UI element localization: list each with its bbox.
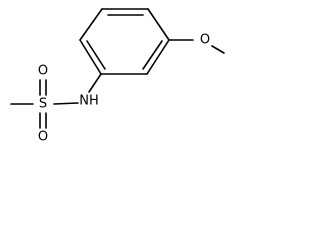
nitrogen-amine-label: NH xyxy=(79,94,99,109)
benzene-ring xyxy=(79,8,170,75)
bond-nitrogen-to-sulfur xyxy=(53,102,79,105)
ring-bond-2 xyxy=(147,8,170,41)
oxygen-sulfonyl-bottom-label: O xyxy=(38,130,48,145)
ring-bond-5 xyxy=(79,39,102,75)
chemical-structure-diagram: O NH S O O xyxy=(10,8,225,145)
ring-bond-6 xyxy=(79,8,103,41)
bond-oxygen-to-methyl xyxy=(211,45,225,54)
oxygen-sulfonyl-top-label: O xyxy=(38,64,48,79)
ring-double-bond-left xyxy=(86,40,106,70)
sulfur-label: S xyxy=(39,97,47,112)
ring-double-bond-right xyxy=(142,40,163,70)
ring-bond-3 xyxy=(146,39,170,75)
bond-ring-to-nitrogen xyxy=(88,73,102,93)
oxygen-methoxy-label: O xyxy=(200,33,210,48)
